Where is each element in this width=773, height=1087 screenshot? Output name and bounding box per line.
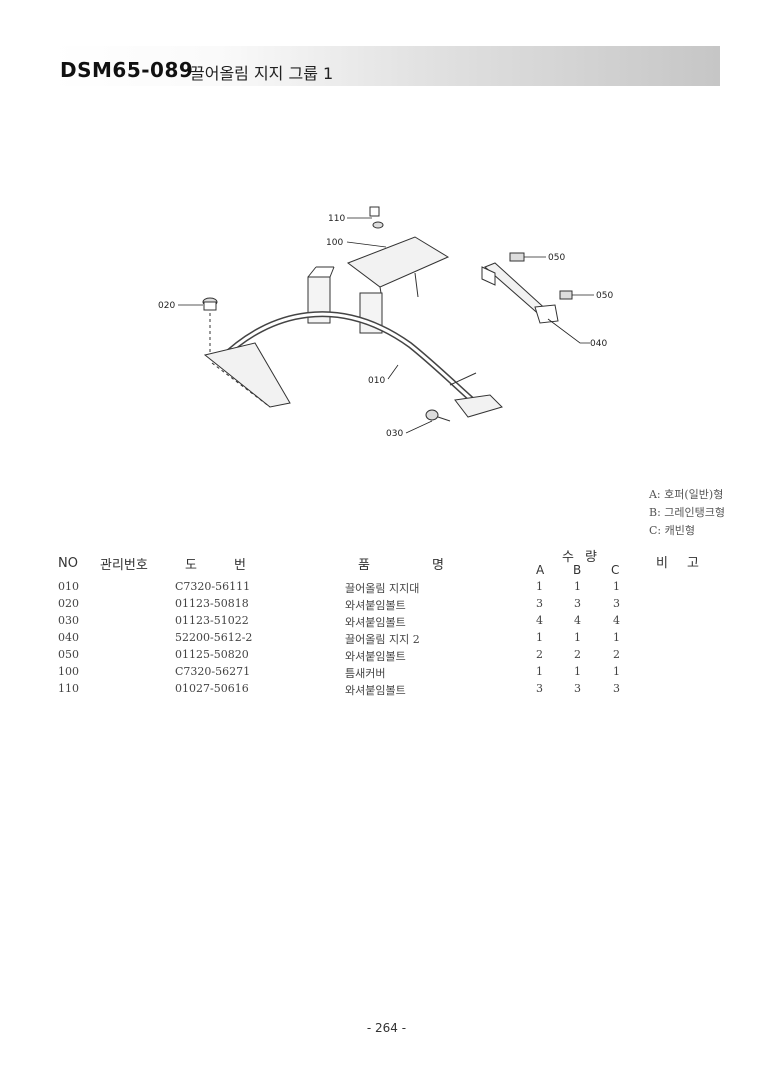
row-no: 030 bbox=[58, 614, 79, 627]
row-part-number: 01125-50820 bbox=[175, 648, 249, 661]
row-qty-b: 2 bbox=[574, 648, 581, 661]
section-title: 끌어올림 지지 그룹 1 bbox=[190, 64, 334, 83]
row-qty-b: 3 bbox=[574, 682, 581, 695]
bolt-110-drawing bbox=[369, 206, 384, 229]
row-no: 100 bbox=[58, 665, 79, 678]
header-drawing-1: 도 bbox=[185, 558, 197, 573]
parts-diagram: 110 100 050 050 020 040 010 030 bbox=[158, 206, 613, 439]
callout-030: 030 bbox=[386, 429, 403, 439]
legend-item-a: A: 호퍼(일반)형 bbox=[648, 488, 724, 501]
header-remark-2: 고 bbox=[687, 556, 699, 571]
row-qty-c: 4 bbox=[613, 614, 620, 627]
row-no: 040 bbox=[58, 631, 79, 644]
callout-020: 020 bbox=[158, 301, 175, 311]
row-part-name: 와셔붙임볼트 bbox=[345, 684, 406, 697]
row-part-number: 52200-5612-2 bbox=[175, 631, 253, 644]
header-mgmt-number: 관리번호 bbox=[100, 558, 148, 573]
row-part-name: 와셔붙임볼트 bbox=[345, 616, 406, 629]
row-qty-a: 3 bbox=[536, 682, 543, 695]
row-qty-c: 1 bbox=[613, 631, 620, 644]
callout-110: 110 bbox=[328, 214, 345, 224]
table-row: 100 C7320-56271 틈새커버 1 1 1 bbox=[0, 665, 773, 681]
row-qty-c: 1 bbox=[613, 580, 620, 593]
row-qty-a: 4 bbox=[536, 614, 543, 627]
header-name-1: 품 bbox=[358, 558, 370, 573]
row-part-name: 와셔붙임볼트 bbox=[345, 599, 406, 612]
row-part-name: 틈새커버 bbox=[345, 667, 386, 680]
row-qty-a: 3 bbox=[536, 597, 543, 610]
row-qty-c: 1 bbox=[613, 665, 620, 678]
header-col-a: A bbox=[536, 563, 545, 577]
table-row: 030 01123-51022 와셔붙임볼트 4 4 4 bbox=[0, 614, 773, 630]
row-qty-a: 1 bbox=[536, 665, 543, 678]
bolt-020-drawing bbox=[202, 297, 218, 360]
row-no: 110 bbox=[58, 682, 79, 695]
header-drawing-2: 번 bbox=[234, 558, 246, 573]
row-qty-a: 1 bbox=[536, 631, 543, 644]
row-qty-b: 4 bbox=[574, 614, 581, 627]
callout-050-a: 050 bbox=[548, 253, 565, 263]
header-remark-1: 비 bbox=[656, 556, 668, 571]
header-col-c: C bbox=[611, 563, 620, 577]
header-no: NO bbox=[58, 556, 78, 571]
row-part-name: 와셔붙임볼트 bbox=[345, 650, 406, 663]
row-no: 050 bbox=[58, 648, 79, 661]
row-part-number: 01123-51022 bbox=[175, 614, 249, 627]
table-row: 110 01027-50616 와셔붙임볼트 3 3 3 bbox=[0, 682, 773, 698]
callout-010: 010 bbox=[368, 376, 385, 386]
legend-item-c: C: 캐빈형 bbox=[648, 524, 695, 537]
callout-040: 040 bbox=[590, 339, 607, 349]
page-number: - 264 - bbox=[366, 1021, 407, 1035]
section-code: DSM65-089 bbox=[60, 58, 194, 82]
row-part-number: 01027-50616 bbox=[175, 682, 249, 695]
row-qty-c: 2 bbox=[613, 648, 620, 661]
header-qty-1: 수 bbox=[562, 550, 574, 565]
table-row: 010 C7320-56111 끌어올림 지지대 1 1 1 bbox=[0, 580, 773, 596]
row-part-number: C7320-56271 bbox=[175, 665, 251, 678]
cover-plate-drawing bbox=[346, 236, 450, 288]
row-qty-c: 3 bbox=[613, 682, 620, 695]
row-part-number: C7320-56111 bbox=[175, 580, 251, 593]
header-band bbox=[52, 46, 720, 86]
row-qty-b: 1 bbox=[574, 665, 581, 678]
row-qty-c: 3 bbox=[613, 597, 620, 610]
row-no: 020 bbox=[58, 597, 79, 610]
callout-100: 100 bbox=[326, 238, 343, 248]
row-qty-b: 3 bbox=[574, 597, 581, 610]
support-rod-drawing bbox=[481, 262, 559, 324]
header-name-2: 명 bbox=[432, 558, 444, 573]
row-qty-a: 1 bbox=[536, 580, 543, 593]
row-part-name: 끌어올림 지지대 bbox=[345, 582, 420, 595]
bolt-030-drawing bbox=[425, 409, 451, 422]
bolt-050-b-drawing bbox=[559, 290, 573, 300]
row-qty-a: 2 bbox=[536, 648, 543, 661]
model-legend: A: 호퍼(일반)형 B: 그레인탱크형 C: 캐빈형 bbox=[649, 486, 725, 540]
row-no: 010 bbox=[58, 580, 79, 593]
callout-050-b: 050 bbox=[596, 291, 613, 301]
table-row: 040 52200-5612-2 끌어올림 지지 2 1 1 1 bbox=[0, 631, 773, 647]
table-row: 020 01123-50818 와셔붙임볼트 3 3 3 bbox=[0, 597, 773, 613]
bolt-050-a-drawing bbox=[509, 252, 525, 262]
header-col-b: B bbox=[573, 563, 582, 577]
legend-item-b: B: 그레인탱크형 bbox=[648, 506, 725, 519]
row-part-number: 01123-50818 bbox=[175, 597, 249, 610]
row-qty-b: 1 bbox=[574, 580, 581, 593]
table-row: 050 01125-50820 와셔붙임볼트 2 2 2 bbox=[0, 648, 773, 664]
row-qty-b: 1 bbox=[574, 631, 581, 644]
row-part-name: 끌어올림 지지 2 bbox=[345, 633, 420, 646]
header-qty-2: 량 bbox=[585, 550, 597, 565]
